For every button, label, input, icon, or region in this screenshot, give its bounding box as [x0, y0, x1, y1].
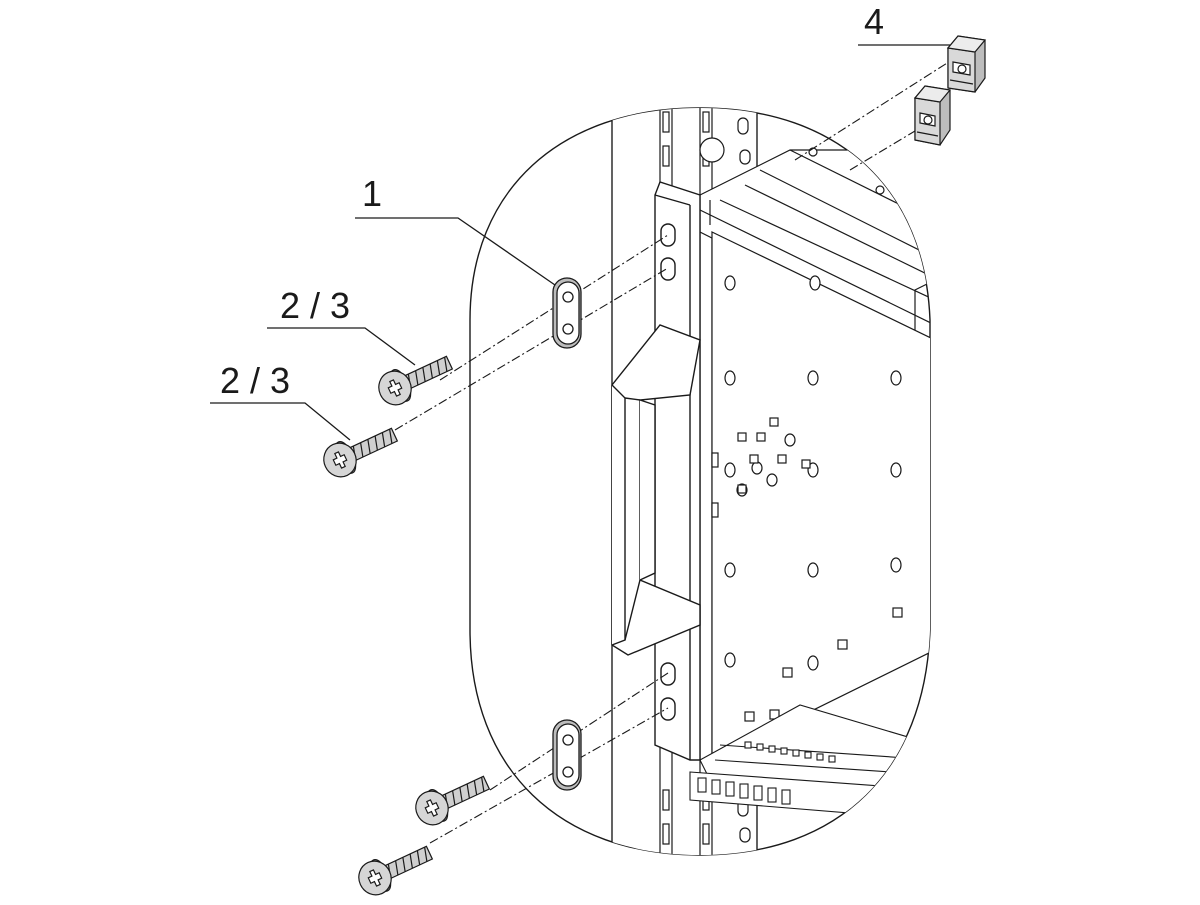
front-panel	[654, 181, 701, 761]
screw-upper-2	[323, 427, 399, 478]
screw-lower-1	[415, 775, 491, 826]
screw-upper-1	[378, 355, 454, 406]
handle	[611, 324, 701, 656]
callout-label-4: 4	[864, 1, 885, 42]
cage-nut-lower	[913, 85, 952, 146]
callout-label-1: 1	[362, 173, 383, 214]
cage-nut-upper	[946, 35, 987, 93]
spacer-plate-lower	[552, 719, 582, 791]
subrack-side-wall	[711, 231, 930, 761]
rack-detail	[611, 108, 930, 855]
callout-leaders	[210, 44, 950, 441]
subrack-top-profile	[699, 147, 930, 341]
spacer-plate-upper	[552, 277, 582, 349]
callout-label-2-3-upper: 2 / 3	[280, 285, 351, 326]
screw-lower-2	[358, 845, 434, 896]
callout-label-2-3-lower: 2 / 3	[220, 360, 291, 401]
